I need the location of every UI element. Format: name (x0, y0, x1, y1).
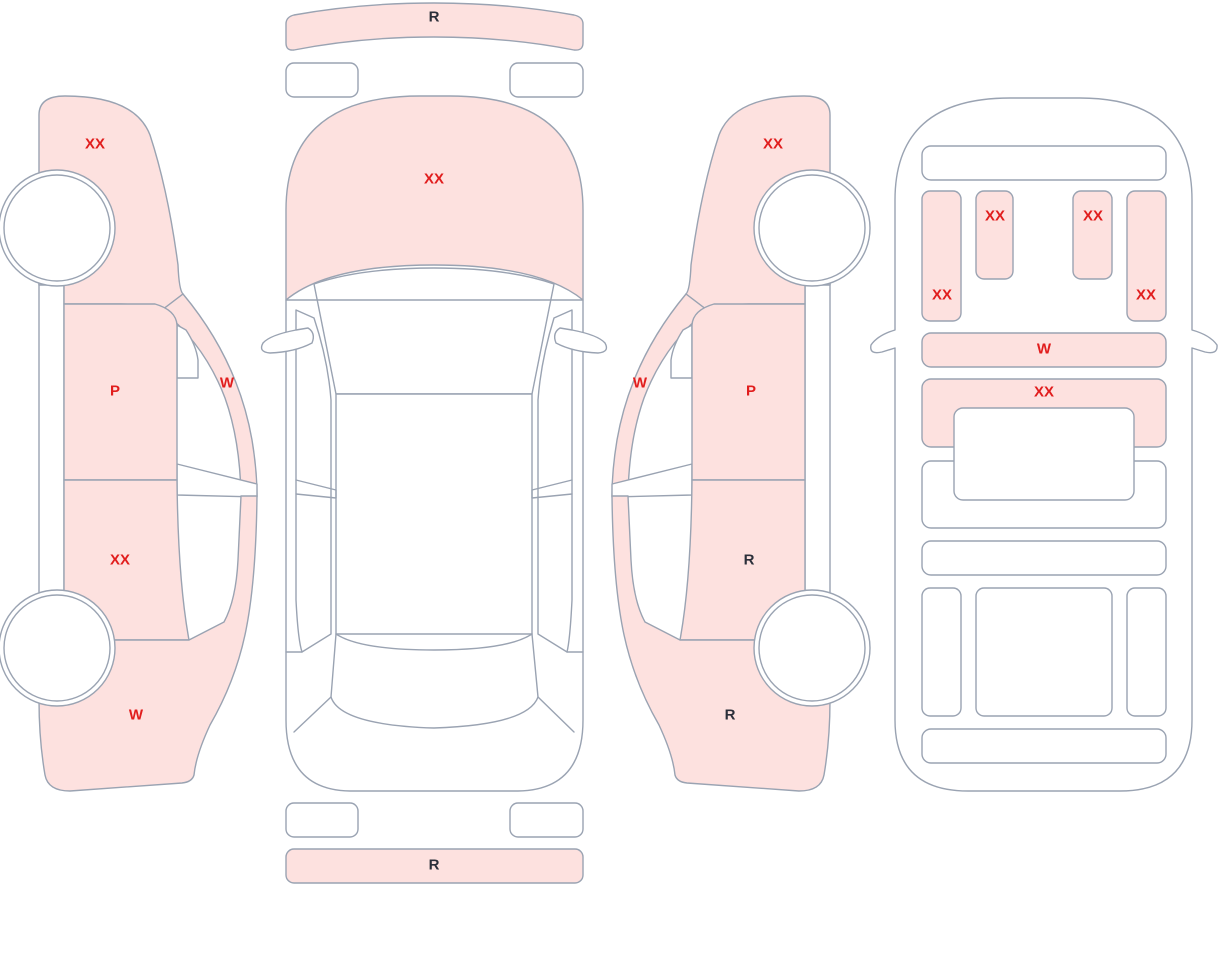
right-rear-quarter-label: R (725, 707, 736, 724)
right-front-door[interactable] (691, 303, 806, 481)
left-sill[interactable] (38, 279, 65, 601)
right-quarter-glass[interactable] (670, 324, 693, 379)
roof[interactable] (335, 393, 533, 635)
left-a-pillar-label: W (220, 375, 235, 392)
right-front-seat[interactable] (1126, 190, 1167, 322)
left-front-door-label: P (110, 383, 120, 400)
rear-left-panel[interactable] (921, 587, 962, 717)
front-bumper-label: R (429, 9, 440, 26)
rear-bumper[interactable] (285, 848, 584, 884)
right-side-frame (537, 309, 573, 653)
dashboard-label: W (1037, 341, 1052, 358)
left-door-split (295, 479, 337, 499)
right-door-split (531, 479, 573, 499)
left-front-door[interactable] (63, 303, 178, 481)
interior-view: XX XX XX XX W XX (870, 97, 1218, 792)
left-rear-seat[interactable] (975, 190, 1014, 280)
windshield (313, 267, 555, 395)
right-sill[interactable] (804, 279, 831, 601)
left-front-seat-label: XX (932, 287, 952, 304)
left-mirror[interactable] (260, 327, 315, 354)
rear-bumper-label: R (429, 857, 440, 874)
top-view: R XX R (260, 2, 608, 884)
right-front-seat-label: XX (1136, 287, 1156, 304)
interior-bottom-bar[interactable] (921, 728, 1167, 764)
left-front-fender-label: XX (85, 136, 105, 153)
rear-right-panel[interactable] (1126, 587, 1167, 717)
rear-right-light[interactable] (509, 802, 584, 838)
left-side-frame (295, 309, 332, 653)
trunk-left-edge (293, 696, 332, 733)
left-rear-seat-label: XX (985, 208, 1005, 225)
left-rear-door-label: XX (110, 552, 130, 569)
front-left-light[interactable] (285, 62, 359, 98)
left-rear-quarter[interactable] (38, 495, 258, 792)
right-rear-wheel[interactable] (758, 594, 866, 702)
hood[interactable] (285, 95, 584, 301)
front-bumper[interactable] (285, 2, 584, 51)
right-front-wheel[interactable] (758, 174, 866, 282)
left-side-view: XX P W XX W (0, 95, 258, 792)
rear-window (330, 633, 539, 729)
trunk-right-edge (537, 696, 575, 733)
dashboard[interactable] (921, 332, 1167, 368)
rear-center-panel[interactable] (975, 587, 1113, 717)
right-rear-seat-label: XX (1083, 208, 1103, 225)
left-rear-wheel[interactable] (3, 594, 111, 702)
right-rear-door-label: R (744, 552, 755, 569)
roof-rear-edge (335, 633, 533, 651)
right-rear-quarter[interactable] (611, 495, 831, 792)
interior-top-bar[interactable] (921, 145, 1167, 181)
interior-lower-bar[interactable] (921, 540, 1167, 576)
right-side-view: XX P W R R (611, 95, 871, 792)
hood-label: XX (424, 171, 444, 188)
right-front-door-label: P (746, 383, 756, 400)
front-right-light[interactable] (509, 62, 584, 98)
left-quarter-glass[interactable] (176, 324, 199, 379)
left-front-wheel[interactable] (3, 174, 111, 282)
center-panel[interactable] (953, 407, 1135, 501)
left-rear-quarter-label: W (129, 707, 144, 724)
right-mirror[interactable] (553, 327, 608, 354)
right-front-fender-label: XX (763, 136, 783, 153)
right-a-pillar-label: W (633, 375, 648, 392)
right-rear-seat[interactable] (1072, 190, 1113, 280)
rear-left-light[interactable] (285, 802, 359, 838)
center-console-label: XX (1034, 384, 1054, 401)
left-front-seat[interactable] (921, 190, 962, 322)
